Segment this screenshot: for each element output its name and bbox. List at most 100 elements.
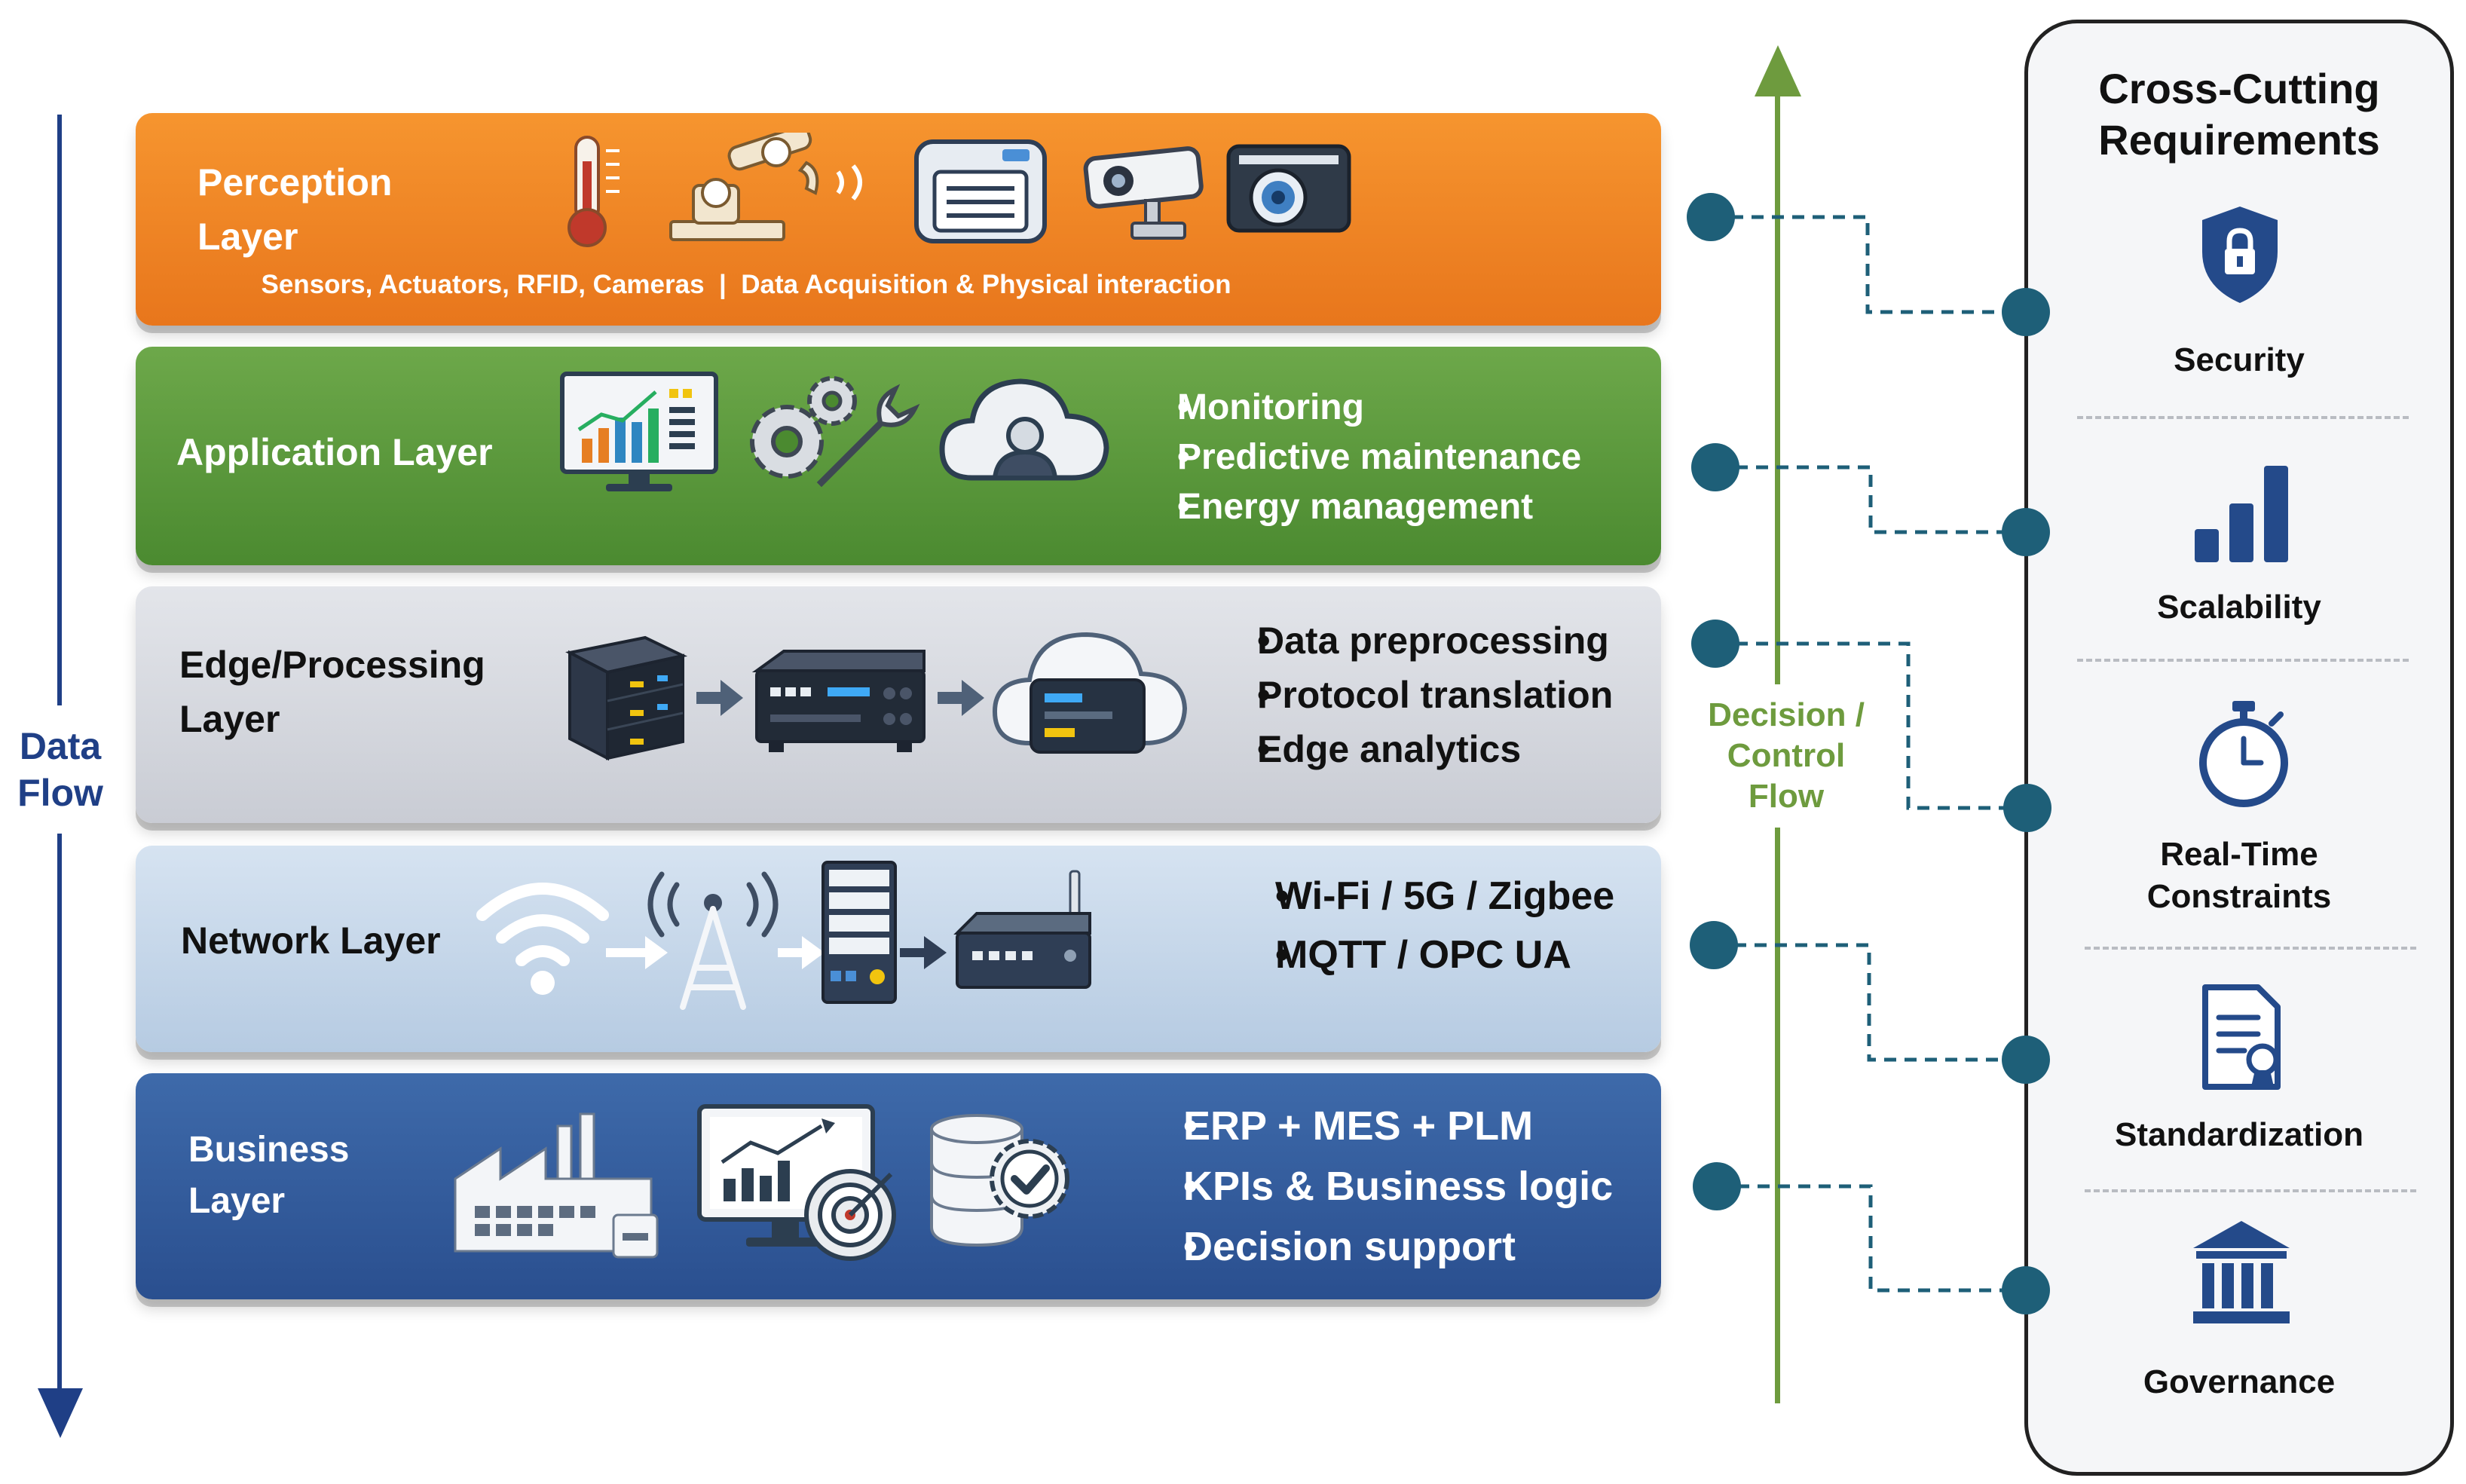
edge-bullet-text: Protocol translation: [1257, 674, 1614, 716]
decision-flow-arrowhead: [1755, 45, 1801, 96]
edge-bullet: Edge analytics: [1191, 722, 1613, 776]
application-bullet: Energy management: [1109, 482, 1581, 532]
panel-divider: [2077, 659, 2409, 662]
network-layer: Network Layer Wi-Fi / 5G / Zig: [136, 846, 1661, 1052]
connector-edge-realtime: [1715, 641, 2027, 810]
government-building-icon: [2193, 1221, 2290, 1323]
scalability-bars-icon: [2195, 466, 2288, 562]
thermometer-icon: [568, 136, 620, 247]
gears-wrench-icon: [750, 376, 920, 488]
edge-title-line2: Layer: [179, 698, 280, 740]
connector-node: [2002, 1266, 2050, 1314]
connector-node: [1693, 1162, 1741, 1210]
business-bullet-text: Decision support: [1183, 1224, 1516, 1269]
business-bullet: ERP + MES + PLM: [1115, 1096, 1613, 1156]
network-bullets: Wi-Fi / 5G / Zigbee MQTT / OPC UA: [1204, 867, 1614, 984]
edge-bullet: Data preprocessing: [1191, 613, 1613, 668]
edge-bullet: Protocol translation: [1191, 668, 1613, 722]
dashboard-monitor-icon: [560, 372, 718, 491]
edge-bullet-text: Edge analytics: [1257, 728, 1522, 770]
application-layer-title: Application Layer: [176, 431, 493, 473]
edge-gateway-icon: [751, 650, 926, 752]
perception-title-line1: Perception: [197, 161, 393, 203]
application-bullet-text: Predictive maintenance: [1177, 437, 1582, 477]
business-bullet-text: KPIs & Business logic: [1183, 1164, 1614, 1209]
network-layer-title: Network Layer: [181, 919, 441, 962]
business-title-line2: Layer: [188, 1181, 286, 1221]
business-layer-title: Business Layer: [188, 1124, 349, 1227]
analytics-target-icon: [697, 1104, 896, 1261]
connector-node: [2002, 288, 2050, 336]
edge-bullet-text: Data preprocessing: [1257, 620, 1609, 662]
business-title-line1: Business: [188, 1130, 350, 1170]
requirement-realtime-line1: Real-Time: [2160, 836, 2318, 873]
business-layer: Business Layer: [136, 1073, 1661, 1299]
cloud-user-icon: [939, 378, 1109, 481]
application-bullet-text: Monitoring: [1177, 387, 1364, 427]
rack-server-icon: [821, 861, 897, 1004]
server-stack-icon: [565, 635, 688, 761]
arrow-right-icon: [696, 680, 743, 716]
requirement-standardization: Standardization: [2114, 1116, 2364, 1153]
application-bullet: Monitoring: [1109, 383, 1581, 433]
connector-node: [1687, 193, 1735, 241]
connector-node: [2002, 1036, 2050, 1084]
business-bullet: KPIs & Business logic: [1115, 1156, 1613, 1216]
connector-node: [2002, 508, 2050, 556]
stopwatch-icon: [2199, 701, 2288, 807]
perception-layer-title: Perception Layer: [197, 155, 392, 264]
edge-processing-layer: Edge/Processing Layer Data prep: [136, 586, 1661, 823]
cell-tower-icon: [647, 871, 779, 1010]
wifi-icon: [476, 883, 609, 995]
network-bullet: Wi-Fi / 5G / Zigbee: [1204, 867, 1614, 926]
perception-title-line2: Layer: [197, 216, 298, 258]
connector-node: [1690, 921, 1738, 969]
panel-divider: [2085, 1189, 2416, 1192]
requirement-governance: Governance: [2143, 1363, 2336, 1400]
network-bullet-text: Wi-Fi / 5G / Zigbee: [1275, 874, 1615, 918]
data-flow-label: Data Flow: [0, 705, 121, 834]
connector-node: [2003, 784, 2051, 832]
arrow-right-icon: [778, 936, 825, 969]
cloud-device-icon: [992, 632, 1188, 754]
perception-layer-subtitle: Sensors, Actuators, RFID, Cameras | Data…: [261, 270, 1231, 299]
cross-cutting-title: Cross-Cutting Requirements: [2024, 63, 2454, 166]
connector-network-standardization: [1714, 943, 2026, 1062]
requirement-realtime-line2: Constraints: [2146, 878, 2332, 915]
box-camera-icon: [1226, 144, 1351, 233]
requirement-realtime: Real-Time Constraints: [2024, 834, 2454, 918]
cross-cutting-title-line2: Requirements: [2098, 116, 2380, 164]
business-bullet: Decision support: [1115, 1216, 1613, 1277]
rfid-reader-icon: [914, 139, 1047, 243]
factory-icon: [454, 1112, 659, 1259]
connector-node: [1691, 443, 1739, 491]
shield-lock-icon: [2202, 207, 2278, 303]
arrow-right-icon: [938, 680, 984, 716]
decision-flow-label-line3: Flow: [1748, 778, 1825, 815]
cross-cutting-title-line1: Cross-Cutting: [2098, 65, 2380, 112]
connector-node: [1691, 620, 1739, 668]
edge-title-line1: Edge/Processing: [179, 644, 485, 686]
data-flow-label-line1: Data: [19, 725, 102, 767]
arrow-right-icon: [900, 936, 947, 969]
arrow-right-icon: [606, 936, 668, 969]
decision-flow-label-line1: Decision /: [1708, 696, 1865, 733]
data-flow-label-line2: Flow: [17, 772, 103, 814]
network-bullet-text: MQTT / OPC UA: [1275, 933, 1571, 977]
requirement-security: Security: [2174, 341, 2305, 378]
application-bullets: Monitoring Predictive maintenance Energy…: [1109, 383, 1581, 532]
database-check-icon: [930, 1114, 1069, 1247]
perception-layer: Perception Layer: [136, 113, 1661, 326]
network-bullet: MQTT / OPC UA: [1204, 926, 1614, 984]
certificate-document-icon: [2202, 984, 2281, 1090]
panel-divider: [2077, 416, 2409, 419]
connector-application-scalability: [1715, 465, 2026, 534]
business-bullets: ERP + MES + PLM KPIs & Business logic De…: [1115, 1096, 1613, 1277]
connector-business-governance: [1717, 1184, 2026, 1293]
cctv-camera-icon: [1083, 146, 1204, 240]
decision-flow-label: Decision / Control Flow: [1687, 684, 1886, 828]
data-flow-arrowhead: [38, 1388, 83, 1438]
edge-bullets: Data preprocessing Protocol translation …: [1191, 613, 1613, 776]
application-bullet-text: Energy management: [1177, 487, 1534, 527]
